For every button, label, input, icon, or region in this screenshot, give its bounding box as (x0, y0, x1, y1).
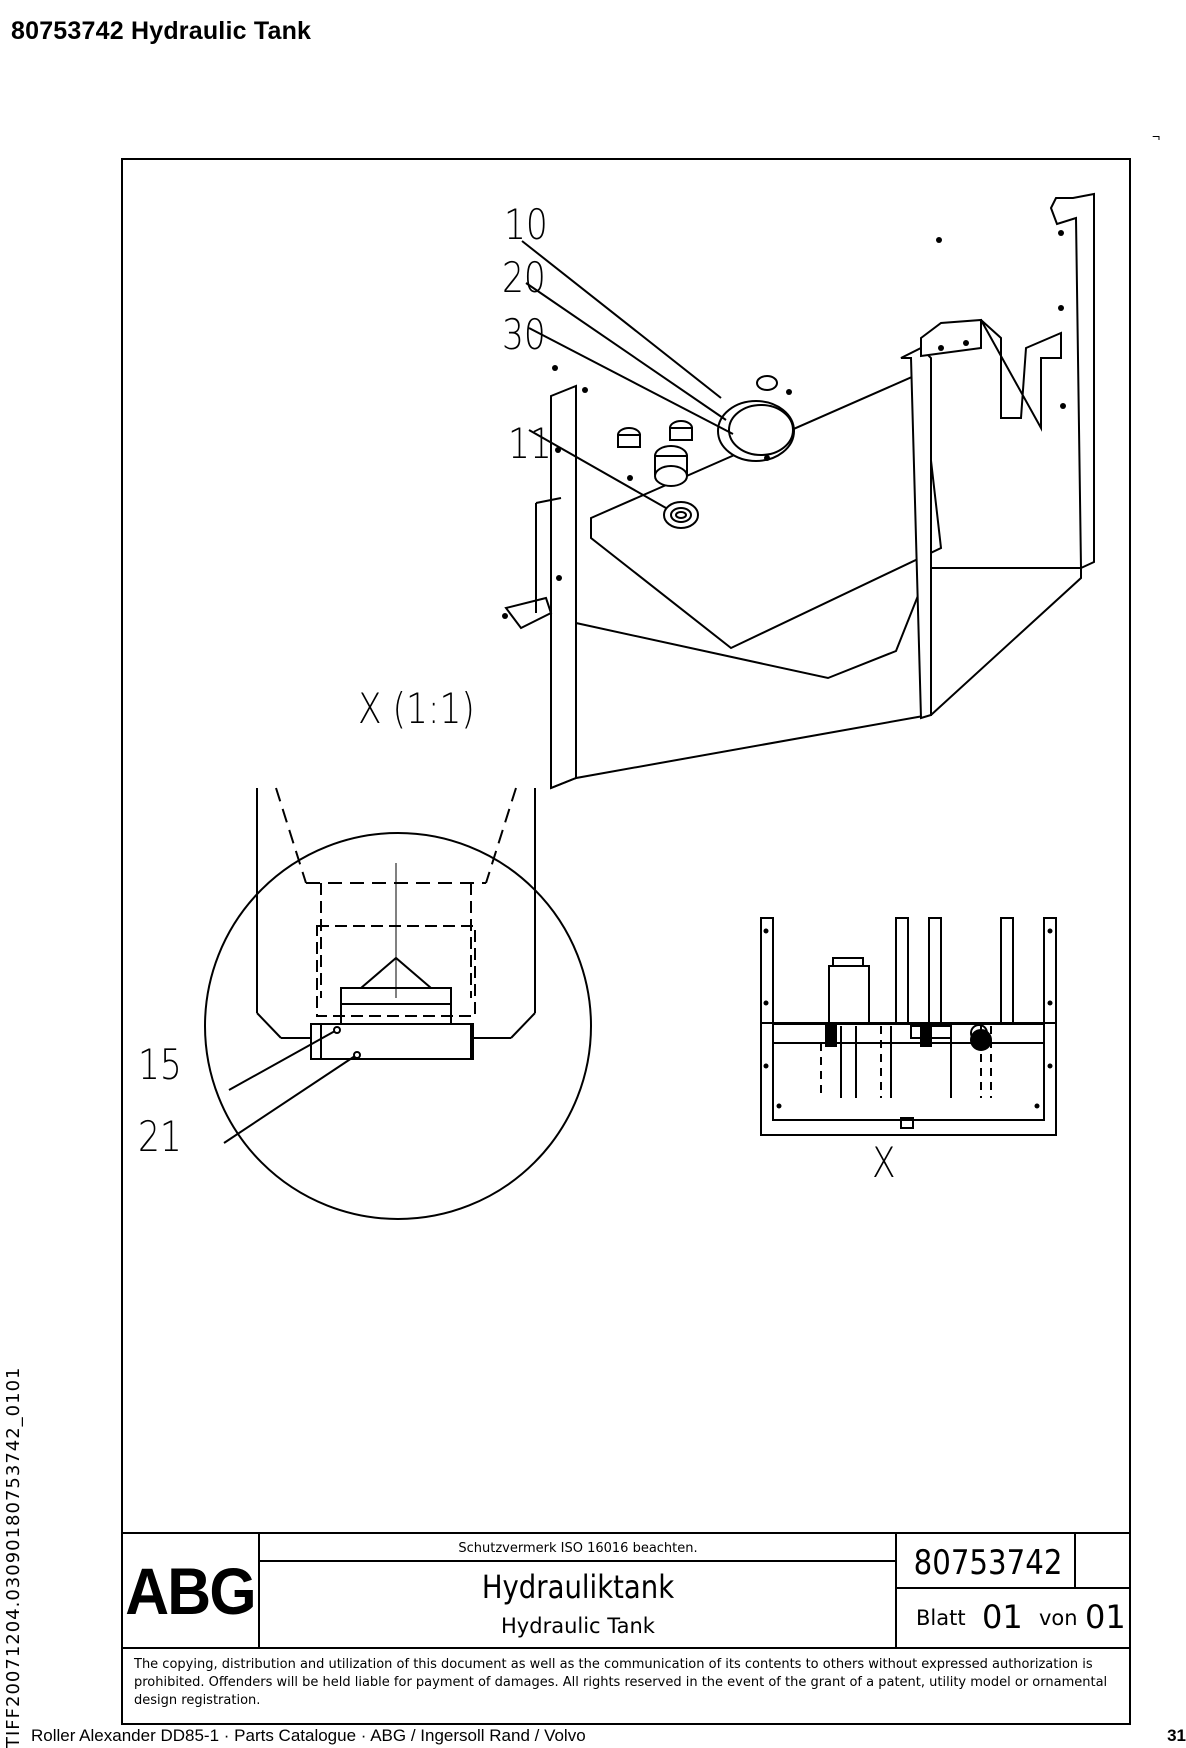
protection-note: Schutzvermerk ISO 16016 beachten. (458, 1541, 698, 1556)
view-label: X (872, 1138, 896, 1187)
drawing-frame (121, 158, 1131, 1725)
title-english: Hydraulic Tank (501, 1614, 655, 1638)
sheet-info: Blatt 01 von 01 (902, 1596, 1127, 1646)
callout-20: 20 (502, 253, 546, 302)
view-x-front-view (760, 917, 1057, 1136)
detail-x-circle-view (204, 787, 592, 1220)
drawing-number: 80753742 (913, 1543, 1063, 1583)
sheet-number: 01 (982, 1598, 1023, 1636)
sheet-label: Blatt (916, 1606, 966, 1630)
callout-15: 15 (138, 1040, 182, 1089)
isometric-tank-view (502, 192, 1095, 790)
page-title: 80753742 Hydraulic Tank (11, 17, 312, 45)
title-block-grid (121, 1532, 1131, 1649)
footer-catalogue-info: Roller Alexander DD85-1 · Parts Catalogu… (31, 1726, 586, 1745)
page-number: 31 (1167, 1726, 1186, 1745)
technical-drawing (121, 192, 1131, 1649)
callout-11: 11 (508, 419, 552, 468)
callout-10: 10 (504, 200, 548, 249)
of-label: von (1039, 1606, 1078, 1630)
legal-notice: The copying, distribution and utilizatio… (134, 1657, 1108, 1708)
callout-30: 30 (502, 310, 546, 359)
title-german: Hydrauliktank (481, 1568, 675, 1606)
callout-21: 21 (138, 1112, 182, 1161)
side-file-reference: TIFF20071204.03090180753742_0101 (3, 1366, 24, 1748)
abg-logo: ABG (125, 1554, 256, 1628)
detail-label: X (1:1) (358, 684, 475, 733)
corner-mark: ¬ (1152, 128, 1161, 144)
sheet-total: 01 (1085, 1598, 1126, 1636)
